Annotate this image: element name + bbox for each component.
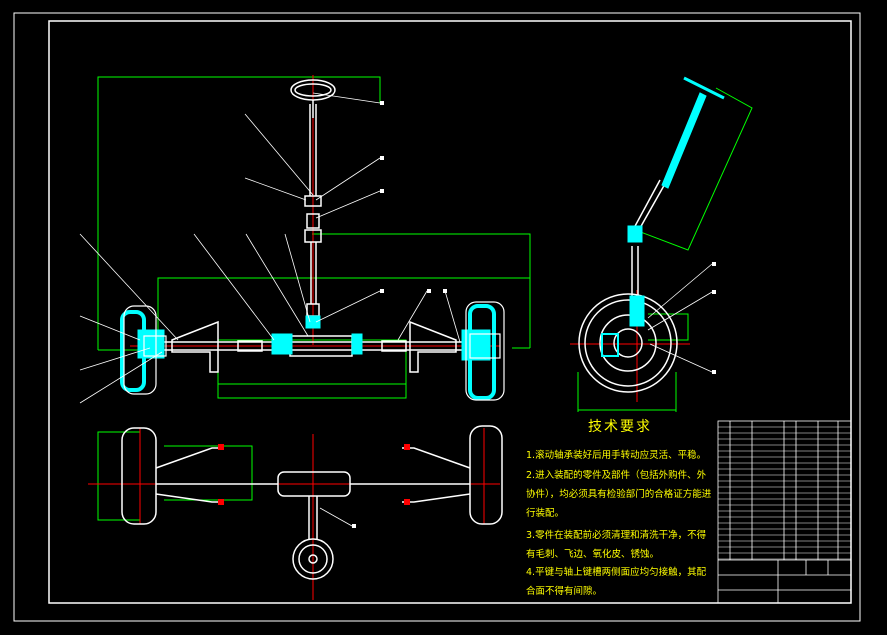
top-view [88, 425, 503, 600]
title-block [717, 420, 852, 604]
requirement-4: 4.平键与轴上键槽两侧面应均匀接触，其配合面不得有间隙。 [526, 567, 707, 597]
requirement-1: 1.滚动轴承装好后用手转动应灵活、平稳。 [526, 450, 707, 461]
requirement-2: 2.进入装配的零件及部件（包括外购件、外协件），均必须具有检验部门的合格证方能进… [526, 470, 712, 519]
inner-border [48, 20, 852, 604]
requirement-3: 3.零件在装配前必须清理和清洗干净，不得有毛刺、飞边、氧化皮、锈蚀。 [526, 530, 707, 560]
side-view [570, 76, 753, 412]
front-view [79, 75, 531, 404]
outer-border [13, 12, 861, 622]
requirements-title: 技术要求 [588, 419, 652, 435]
